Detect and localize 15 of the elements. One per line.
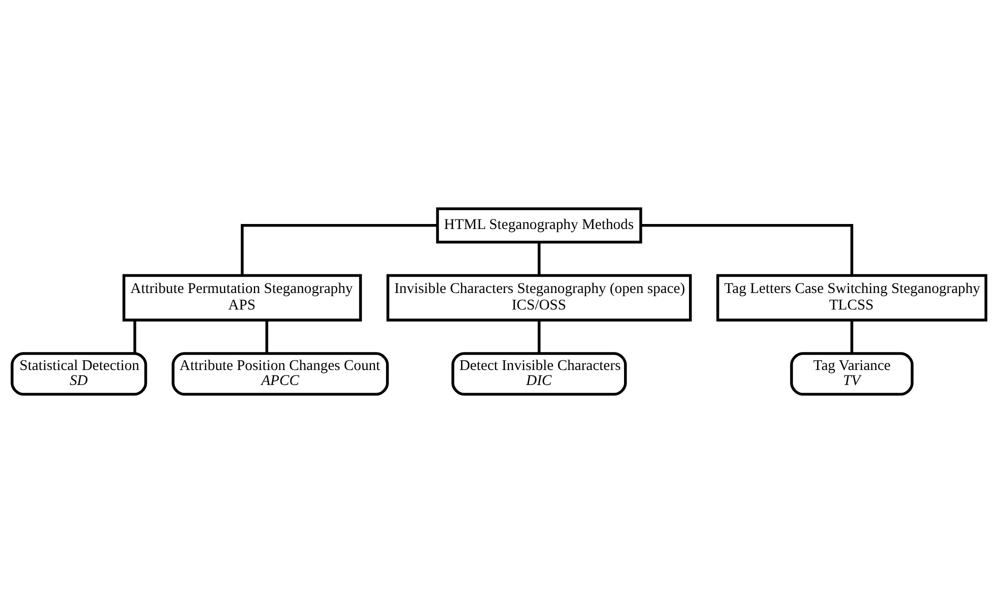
node-box: Tag Letters Case Switching Steganography TLCSS (716, 274, 988, 322)
connector (133, 320, 136, 354)
node-box: Statistical Detection SD (10, 352, 148, 396)
connector (538, 242, 541, 276)
connector (641, 224, 854, 276)
node-box: HTML Steganography Methods (436, 207, 642, 244)
node-box: Tag Variance TV (790, 352, 914, 396)
node-box: Attribute Position Changes Count APCC (172, 352, 389, 396)
connector (240, 224, 438, 276)
connector (538, 320, 541, 354)
connector (265, 320, 268, 354)
node-box: Attribute Permutation Steganography APS (122, 274, 362, 322)
connector (850, 320, 854, 354)
node-box: Detect Invisible Characters DIC (451, 352, 627, 396)
node-box: Invisible Characters Steganography (open space) ICS/OSS (386, 274, 692, 322)
